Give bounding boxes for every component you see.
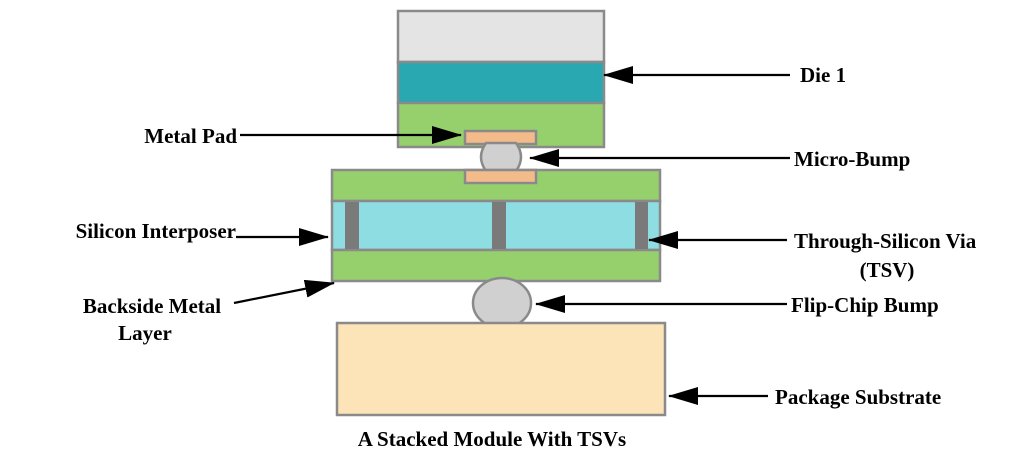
silicon-interposer (330, 168, 662, 283)
label-package-substrate: Package Substrate (775, 385, 941, 409)
package-substrate (335, 321, 667, 417)
label-micro-bump: Micro-Bump (794, 147, 910, 171)
label-silicon-interposer: Silicon Interposer (76, 219, 236, 243)
label-backside-metal-line2: Layer (118, 321, 172, 345)
label-backside-metal-line1: Backside Metal (83, 294, 221, 318)
label-metal-pad: Metal Pad (144, 124, 237, 148)
label-tsv-line2: (TSV) (860, 258, 915, 282)
tsv-right (635, 202, 648, 249)
backside-metal-arrow (233, 279, 335, 305)
tsv-left (345, 202, 359, 249)
tsv-middle (492, 202, 506, 249)
interposer-metal-pad (463, 168, 538, 185)
flip-chip-bump (471, 276, 533, 330)
die-bulk-layer (396, 9, 606, 64)
label-tsv-line1: Through-Silicon Via (794, 229, 977, 253)
micro-bump (479, 141, 523, 173)
interposer-backside-metal (330, 248, 662, 283)
label-die-1: Die 1 (800, 63, 846, 87)
label-flip-chip-bump: Flip-Chip Bump (791, 293, 939, 317)
die-1 (396, 9, 606, 149)
die-active-layer (396, 60, 606, 105)
figure-caption: A Stacked Module With TSVs (358, 427, 626, 451)
